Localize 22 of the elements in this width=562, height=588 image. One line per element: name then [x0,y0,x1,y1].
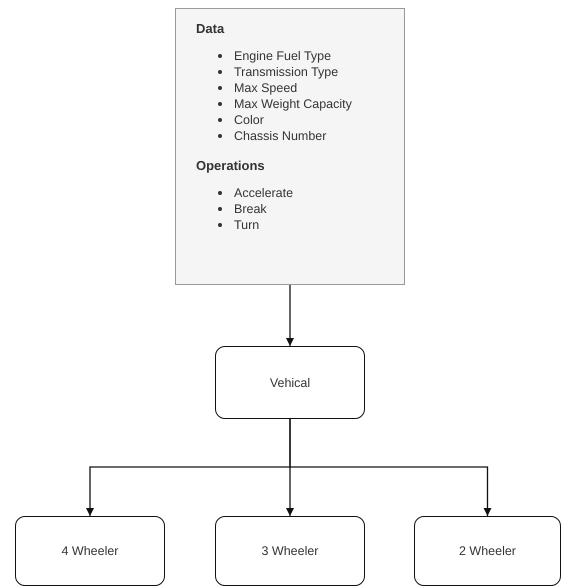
list-item: Accelerate [234,185,294,201]
box-label: 3 Wheeler [262,544,318,558]
box-label: 2 Wheeler [459,544,516,558]
section-heading: Operations [196,158,266,173]
section-heading: Data [196,21,226,36]
list-item: Chassis Number [234,128,326,144]
list-item: Break [234,201,267,217]
list-item: Color [234,112,264,128]
process-box [15,516,165,586]
process-box [215,346,365,419]
list-item: Engine Fuel Type [234,48,332,64]
list-item: Max Weight Capacity [234,96,352,112]
arrow [289,419,492,516]
box-label: Vehical [270,376,310,390]
process-box [215,516,365,586]
list-item: Transmission Type [234,64,338,80]
box-label: 4 Wheeler [62,544,118,558]
list-item: Max Speed [234,80,298,96]
class-box [175,8,405,285]
arrow [286,285,294,346]
list-item: Turn [234,217,260,233]
process-box [414,516,561,586]
